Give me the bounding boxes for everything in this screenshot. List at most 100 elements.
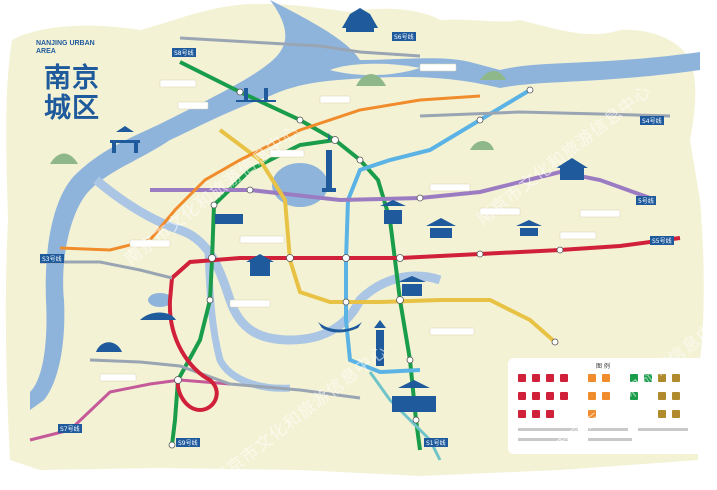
hills — [50, 71, 506, 164]
metro-line-grey-1 — [40, 260, 173, 280]
metro-line-3 — [179, 60, 422, 451]
station — [210, 201, 218, 209]
poi-label — [229, 299, 271, 308]
station — [551, 338, 559, 346]
station — [526, 86, 534, 94]
landmark-building-4 — [215, 214, 243, 224]
legend-icon — [672, 392, 680, 400]
station — [286, 254, 294, 262]
legend-icon — [602, 392, 610, 400]
legend-icon — [658, 410, 666, 418]
legend-icon — [644, 374, 652, 382]
map-title-english: NANJING URBAN AREA — [36, 40, 95, 55]
legend-icon — [532, 374, 540, 382]
station — [556, 246, 564, 254]
hill — [470, 141, 494, 150]
landmark-pagoda-south — [374, 320, 386, 366]
poi-label — [319, 95, 351, 104]
legend-title: 图 例 — [596, 363, 610, 370]
legend-icon — [560, 392, 568, 400]
station — [342, 254, 350, 262]
landmark-building-2 — [426, 218, 456, 238]
poi-label — [99, 373, 137, 382]
legend-icon — [588, 374, 596, 382]
station — [296, 116, 304, 124]
landmarks — [96, 8, 588, 412]
legend-icon — [672, 410, 680, 418]
poi-label — [559, 231, 597, 240]
station-tag: S6号线 — [392, 32, 416, 41]
poi-label — [269, 149, 305, 158]
legend-icon — [630, 392, 638, 400]
station — [412, 416, 420, 424]
station — [236, 88, 244, 96]
poi-label — [429, 327, 475, 336]
legend-icon — [588, 410, 596, 418]
hill — [480, 71, 506, 80]
station — [208, 254, 216, 262]
qinhuai-river — [93, 176, 442, 345]
hill — [50, 153, 78, 164]
station — [174, 376, 182, 384]
station — [246, 186, 254, 194]
hill — [356, 74, 386, 86]
poi-label — [177, 101, 209, 110]
mochou-lake — [148, 293, 172, 307]
legend-icon — [602, 374, 610, 382]
legend-icon — [560, 374, 568, 382]
landmark-stadium-2 — [140, 312, 176, 320]
landmark-gate-north — [342, 8, 378, 32]
station-tag: S5号线 — [650, 236, 674, 245]
landmark-stadium — [96, 342, 122, 352]
metro-line-grey-3 — [419, 110, 671, 118]
legend-icon — [546, 392, 554, 400]
landmark-building-center — [380, 200, 406, 224]
legend-icon — [518, 374, 526, 382]
legend-icon — [532, 410, 540, 418]
legend-text-line — [518, 438, 568, 441]
landmark-building-3 — [516, 220, 542, 236]
station-tag: S1号线 — [424, 438, 448, 447]
stations — [168, 86, 564, 449]
metro-line-3-branch — [170, 138, 336, 446]
map-title-line-1: 南京 — [44, 63, 100, 94]
station-tag: S9号线 — [176, 438, 200, 447]
station-tag: S7号线 — [58, 424, 82, 433]
legend-icon — [588, 392, 596, 400]
metro-line-grey-2 — [179, 36, 421, 58]
xuanwu-lake — [272, 163, 328, 207]
legend-text-line — [588, 438, 632, 441]
legend-icon — [672, 374, 680, 382]
station-tag: 5号线 — [636, 196, 656, 205]
legend-icon — [546, 410, 554, 418]
station — [342, 298, 350, 306]
legend-text-line — [638, 428, 688, 431]
station — [356, 156, 364, 164]
station-tag: S4号线 — [640, 116, 664, 125]
legend-icon — [518, 410, 526, 418]
poi-label — [429, 183, 471, 192]
legend-icon — [658, 374, 666, 382]
poi-labels — [99, 63, 621, 382]
landmark-pavilion-west — [110, 126, 140, 153]
poi-label — [239, 235, 285, 244]
metro-line-10 — [218, 128, 557, 344]
landmark-gate-middle — [398, 276, 426, 296]
legend-icons — [518, 374, 688, 441]
station — [396, 254, 404, 262]
station — [331, 136, 339, 144]
legend-text-line — [588, 428, 628, 431]
metro-line-2-loop — [167, 299, 219, 413]
landmark-palace-east — [556, 158, 588, 180]
poi-label — [419, 63, 457, 72]
legend-icon — [630, 374, 638, 382]
station — [476, 250, 484, 258]
metro-line-2 — [168, 236, 681, 301]
legend-icon — [532, 392, 540, 400]
poi-label — [579, 209, 621, 218]
map-legend: 图 例 — [508, 358, 704, 454]
landmark-bridge — [236, 88, 276, 102]
station-tag: S8号线 — [172, 48, 196, 57]
landmark-zhonghua-gate — [392, 380, 436, 412]
station — [206, 296, 214, 304]
